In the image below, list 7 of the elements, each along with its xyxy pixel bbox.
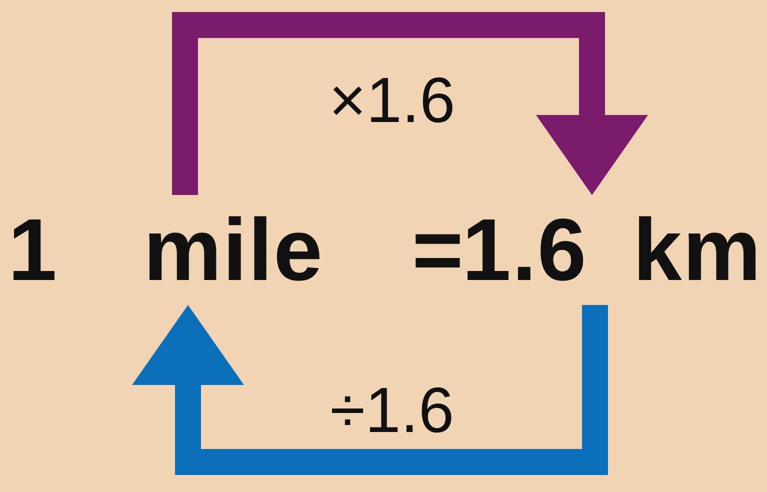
arrow	[172, 12, 648, 195]
arrow	[132, 305, 608, 475]
edge-label: ÷1.6	[330, 375, 454, 445]
edge-label: ×1.6	[328, 65, 456, 135]
equals-sign: =	[412, 199, 464, 301]
unit-text: 1.6 km	[462, 195, 762, 305]
unit-text: 1 mile	[8, 195, 398, 305]
